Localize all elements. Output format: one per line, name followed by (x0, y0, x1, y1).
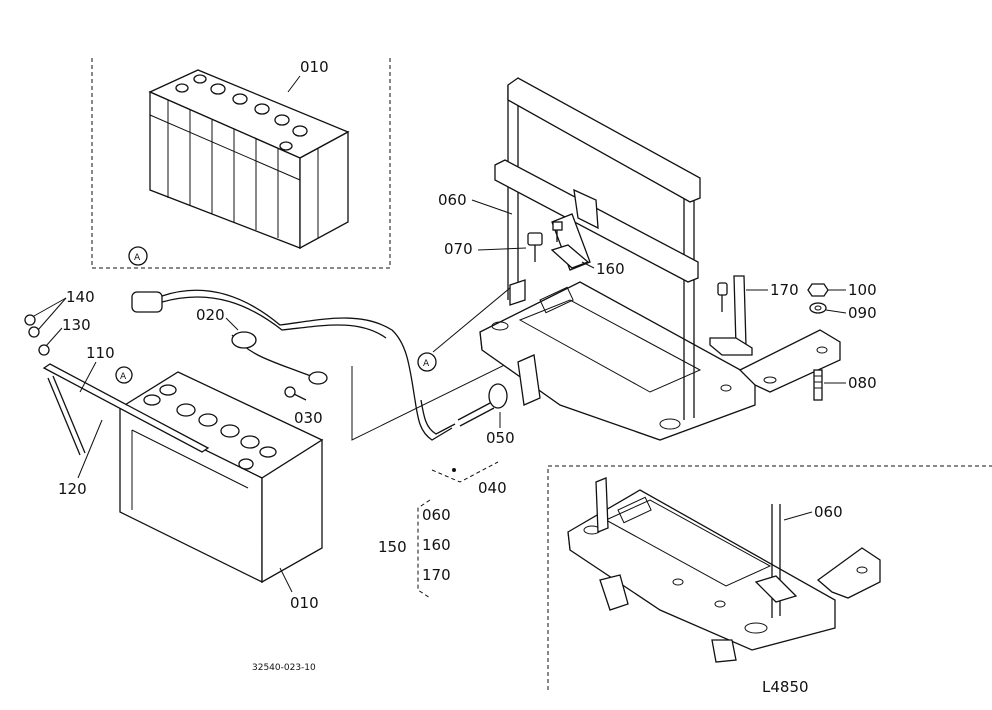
stud-080 (813, 369, 823, 401)
label-140: 140 (66, 288, 95, 306)
holddown-bar-110 (42, 363, 210, 456)
label-130: 130 (62, 316, 91, 334)
bolt-030 (284, 386, 307, 401)
label-080: 080 (848, 374, 877, 392)
ref-a-circle-bar: A (115, 366, 133, 384)
bolt-070 (527, 221, 563, 262)
assembly-150-brace (417, 499, 431, 599)
label-170: 170 (770, 281, 799, 299)
label-060-inset: 060 (814, 503, 843, 521)
label-010-top: 010 (300, 58, 329, 76)
label-050: 050 (486, 429, 515, 447)
label-090: 090 (848, 304, 877, 322)
frame-inset-drawing (567, 477, 881, 663)
label-010-bottom: 010 (290, 594, 319, 612)
label-110: 110 (86, 344, 115, 362)
bracket-160 (550, 244, 590, 269)
boot-050 (457, 383, 508, 427)
cable-020 (131, 289, 416, 401)
label-150-060: 060 (422, 506, 451, 524)
frame-inset-box (547, 465, 992, 690)
battery-inset-box (91, 58, 391, 269)
battery-top-drawing (148, 69, 350, 250)
washer-090 (809, 302, 827, 314)
label-040: 040 (478, 479, 507, 497)
drawing-code: 32540-023-10 (252, 663, 316, 673)
label-100: 100 (848, 281, 877, 299)
figure-id: L4850 (762, 678, 809, 696)
label-120: 120 (58, 480, 87, 498)
label-030: 030 (294, 409, 323, 427)
nut-100 (807, 283, 829, 297)
bracket-170 (709, 275, 753, 356)
battery-bottom-drawing (118, 371, 324, 584)
label-020: 020 (196, 306, 225, 324)
battery-frame-060 (479, 77, 841, 441)
ref-a-circle-cable: A (417, 352, 437, 372)
cable-040 (414, 399, 499, 483)
label-160: 160 (596, 260, 625, 278)
label-150-170: 170 (422, 566, 451, 584)
label-150-160: 160 (422, 536, 451, 554)
ref-a-circle-top: A (128, 246, 148, 266)
svg-text:A: A (134, 253, 141, 263)
label-150: 150 (378, 538, 407, 556)
label-060: 060 (438, 191, 467, 209)
label-070: 070 (444, 240, 473, 258)
nuts-140 (24, 314, 50, 356)
svg-text:A: A (423, 359, 430, 369)
svg-text:A: A (120, 372, 127, 382)
